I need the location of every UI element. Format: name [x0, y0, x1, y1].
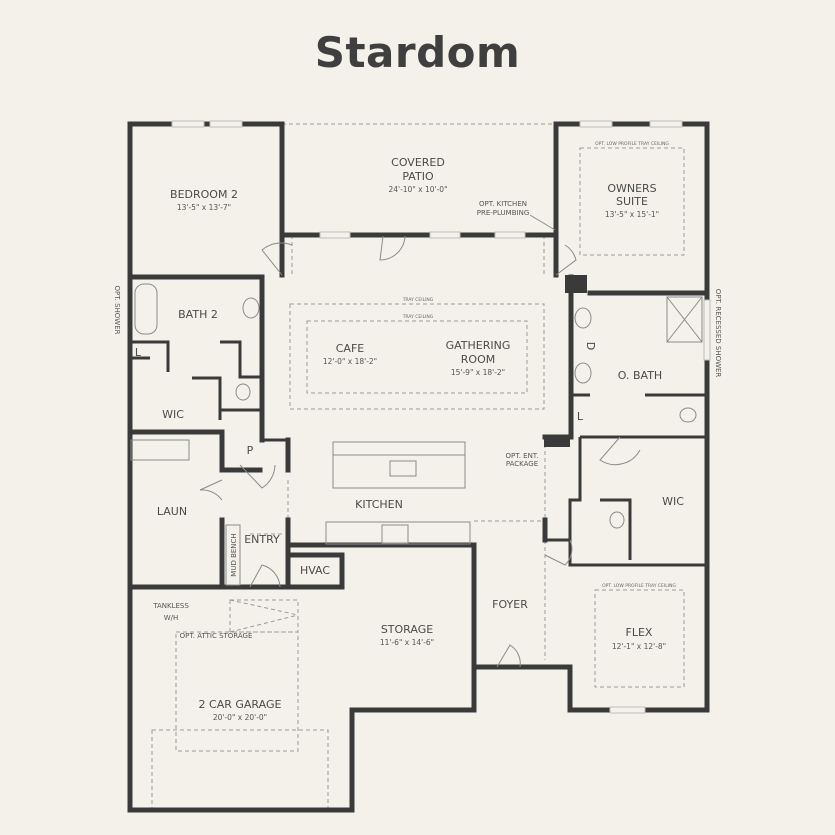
note-opt-ent-2: PACKAGE — [506, 460, 538, 468]
room-hvac: HVAC — [300, 564, 330, 577]
fixtures — [130, 283, 703, 586]
note-tray-inner: TRAY CEILING — [402, 314, 434, 320]
room-laundry: LAUN — [157, 505, 187, 518]
note-opt-shower: OPT. SHOWER — [113, 285, 121, 334]
dims-storage: 11'-6" x 14'-6" — [380, 638, 434, 647]
note-opt-kitchen-1: OPT. KITCHEN — [479, 200, 527, 208]
room-cafe: CAFE — [336, 342, 365, 355]
dims-gathering: 15'-9" x 18'-2" — [451, 368, 505, 377]
note-opt-kitchen-2: PRE-PLUMBING — [477, 209, 530, 217]
room-covered-patio-1: COVERED — [391, 156, 445, 169]
room-flex: FLEX — [626, 626, 653, 639]
room-gathering-2: ROOM — [461, 353, 495, 366]
room-storage: STORAGE — [381, 623, 433, 636]
room-garage: 2 CAR GARAGE — [199, 698, 282, 711]
room-bath-2: BATH 2 — [178, 308, 218, 321]
note-opt-recessed-shower: OPT. RECESSED SHOWER — [714, 289, 722, 378]
room-bedroom-2: BEDROOM 2 — [170, 188, 238, 201]
room-owners-suite-1: OWNERS — [607, 182, 656, 195]
room-kitchen: KITCHEN — [355, 498, 403, 511]
room-dryer: D — [584, 342, 597, 350]
room-tankless-2: W/H — [164, 614, 179, 622]
note-flex-tray: OPT. LOW PROFILE TRAY CEILING — [602, 583, 676, 589]
note-opt-attic: OPT. ATTIC STORAGE — [180, 632, 253, 640]
room-linen-left: L — [135, 346, 142, 359]
room-gathering-1: GATHERING — [446, 339, 511, 352]
room-wic-right: WIC — [662, 495, 684, 508]
room-covered-patio-2: PATIO — [402, 170, 434, 183]
room-pantry: P — [247, 444, 254, 457]
room-o-bath: O. BATH — [618, 369, 662, 382]
note-tray-outer: TRAY CEILING — [402, 297, 434, 303]
room-owners-suite-2: SUITE — [616, 195, 648, 208]
plan-title: Stardom — [314, 28, 521, 77]
note-owners-tray: OPT. LOW PROFILE TRAY CEILING — [595, 141, 669, 147]
dims-covered-patio: 24'-10" x 10'-0" — [388, 185, 447, 194]
dims-cafe: 12'-0" x 18'-2" — [323, 357, 377, 366]
dashed-outlines — [151, 123, 685, 809]
dims-flex: 12'-1" x 12'-8" — [612, 642, 666, 651]
doors — [199, 235, 641, 668]
room-wic-left: WIC — [162, 408, 184, 421]
windows — [171, 120, 711, 714]
dims-owners-suite: 13'-5" x 15'-1" — [605, 210, 659, 219]
room-foyer: FOYER — [492, 598, 528, 611]
room-mud-bench: MUD BENCH — [230, 533, 238, 576]
room-labels: BEDROOM 2 13'-5" x 13'-7" COVERED PATIO … — [113, 141, 722, 722]
dims-garage: 20'-0" x 20'-0" — [213, 713, 267, 722]
note-opt-ent-1: OPT. ENT. — [506, 452, 539, 460]
room-tankless-1: TANKLESS — [152, 602, 189, 610]
room-entry: ENTRY — [244, 533, 280, 546]
room-linen-right: L — [577, 410, 584, 423]
dims-bedroom-2: 13'-5" x 13'-7" — [177, 203, 231, 212]
